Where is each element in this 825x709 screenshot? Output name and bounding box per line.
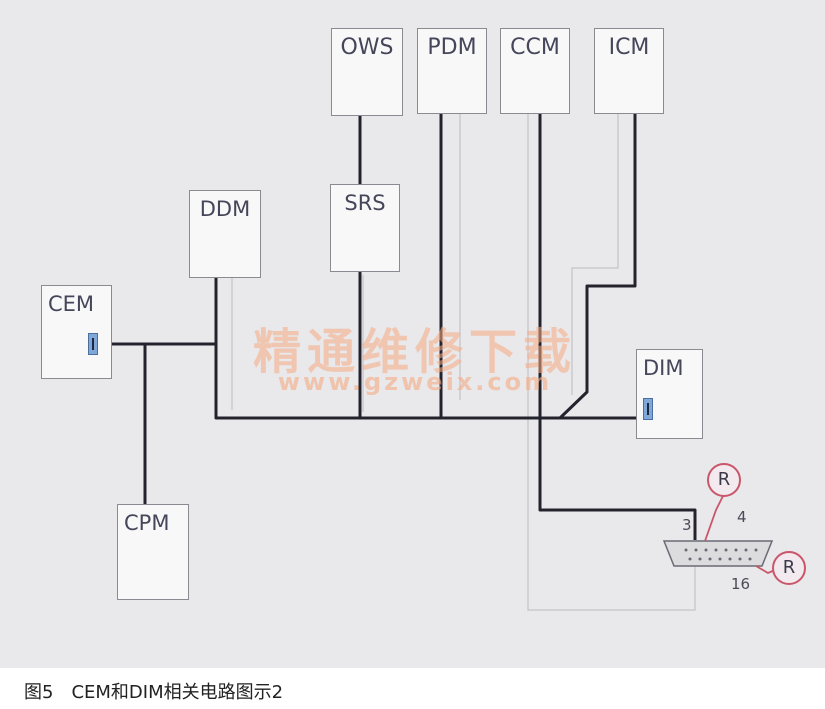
bus-wires [95,112,697,540]
module-icm-label: ICM [608,35,650,60]
module-ows-label: OWS [340,35,394,60]
module-dim: DIM [636,349,703,439]
module-ddm: DDM [189,190,261,278]
diagram-canvas: OWS PDM CCM ICM DDM SRS CEM DIM CPM R R … [0,0,825,668]
module-cem: CEM [41,285,112,379]
module-ccm-label: CCM [510,35,560,60]
obd-pin-3-label: 3 [682,516,692,534]
module-icm: ICM [594,28,664,114]
module-pdm: PDM [417,28,487,114]
cem-connector [88,333,98,355]
module-ddm-label: DDM [199,197,251,221]
resistor-label-right: R [772,551,806,585]
dim-connector [643,398,653,420]
obd-pin-4-label: 4 [737,508,747,526]
obd-connector [662,493,776,575]
module-ccm: CCM [500,28,570,114]
module-cpm-label: CPM [124,511,170,535]
wiring-layer [95,112,776,611]
module-srs: SRS [330,184,400,272]
resistor-label-top: R [707,463,741,497]
figure-caption: 图5 CEM和DIM相关电路图示2 [24,682,284,703]
faint-traces [231,112,696,611]
module-cem-label: CEM [48,292,95,316]
module-srs-label: SRS [344,191,386,215]
obd-pin-16-label: 16 [731,575,751,593]
module-cpm: CPM [117,504,189,600]
module-ows: OWS [331,28,403,116]
module-dim-label: DIM [643,356,684,380]
module-pdm-label: PDM [427,35,477,60]
